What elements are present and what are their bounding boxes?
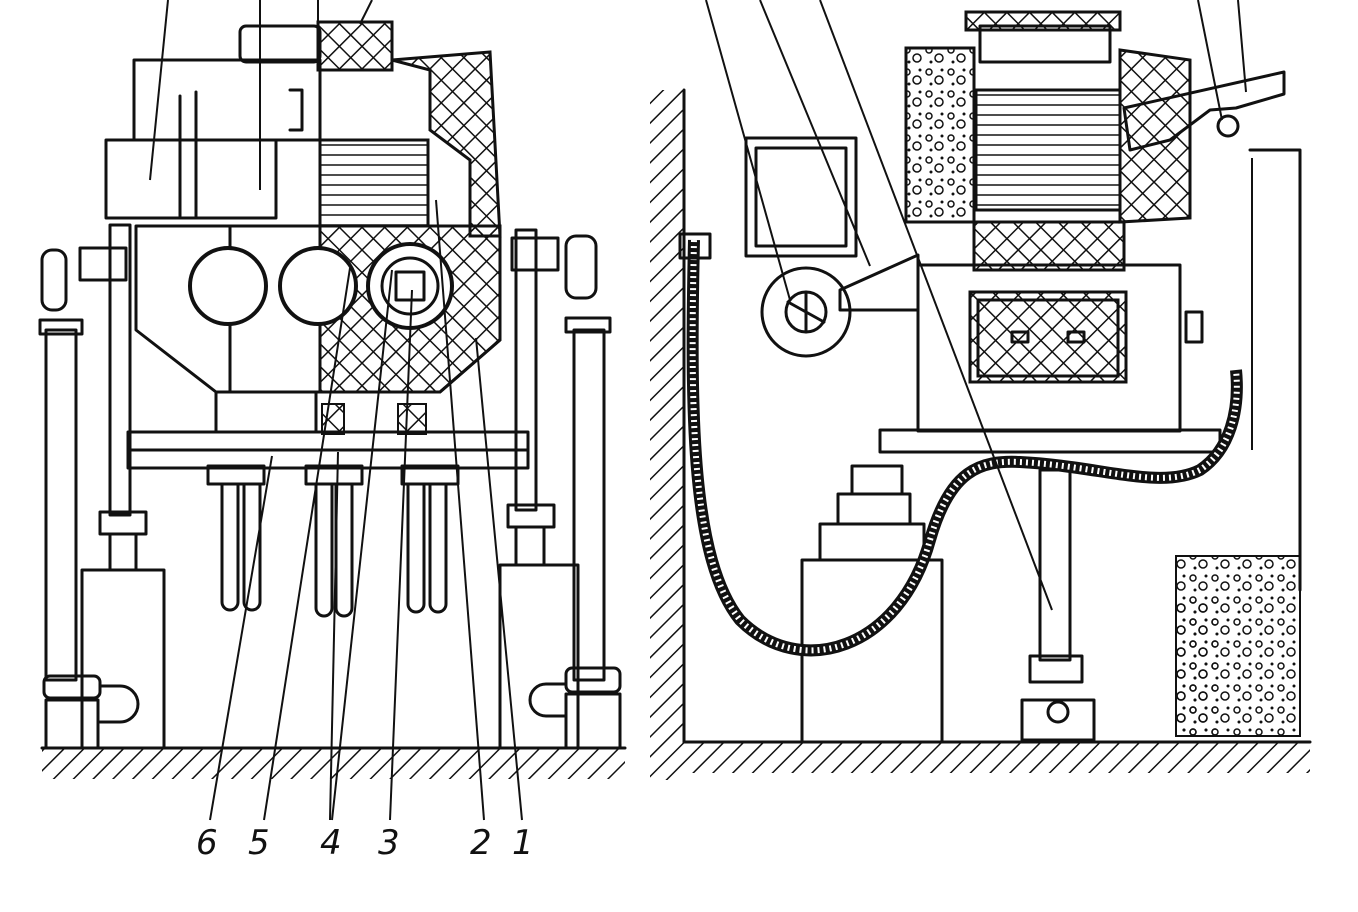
left-ground	[40, 746, 627, 779]
tilting-platform	[878, 428, 1222, 454]
left-column	[108, 223, 132, 517]
flexible-hose	[678, 232, 1243, 657]
roll-drums	[188, 242, 454, 330]
pedestal-stack	[800, 464, 944, 744]
pouring-spout	[1122, 70, 1286, 152]
callout-5: 5	[248, 823, 270, 863]
callout-6: 6	[196, 823, 218, 863]
callout-labels: 6 5 4 3 2 1	[196, 823, 534, 863]
heating-elements	[206, 403, 460, 618]
upper-housing	[104, 20, 502, 238]
right-furnace-body	[904, 10, 1192, 433]
right-hydraulic-jack	[528, 234, 622, 750]
right-callout-leaders	[705, 0, 1247, 611]
callout-3: 3	[378, 823, 400, 863]
right-ground	[682, 740, 1312, 773]
callout-2: 2	[470, 823, 492, 863]
left-view: 6 5 4 3 2 1	[38, 0, 627, 863]
blower-unit	[744, 136, 920, 358]
side-pipe	[1248, 148, 1302, 592]
callout-leaders	[149, 0, 523, 821]
left-hydraulic-jack	[38, 248, 140, 750]
pivot-column	[1020, 468, 1096, 742]
right-column	[514, 228, 538, 512]
wall	[650, 88, 686, 780]
callout-4: 4	[320, 823, 342, 863]
callout-1: 1	[512, 823, 534, 863]
right-view	[650, 0, 1312, 780]
